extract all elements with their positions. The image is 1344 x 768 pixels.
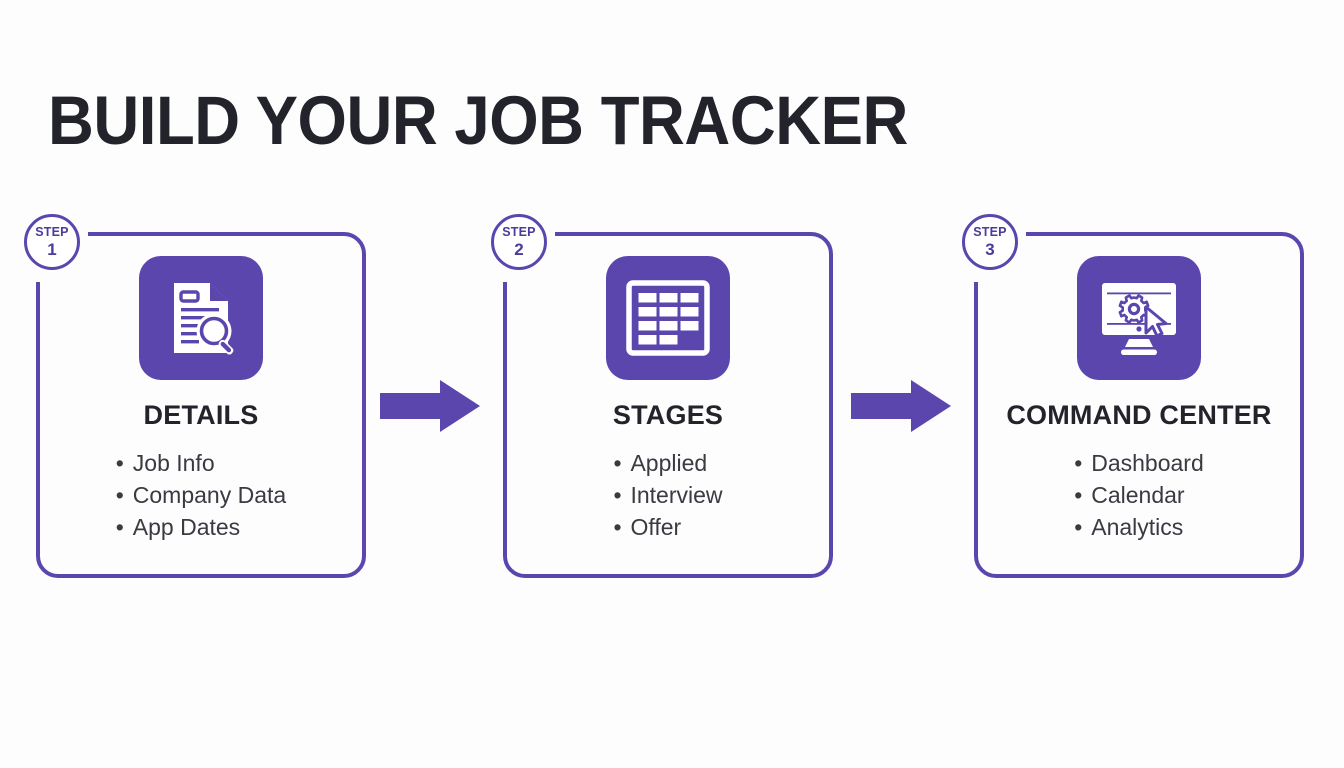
step-badge-label-3: STEP [973, 225, 1007, 240]
step-card-3[interactable]: STEP 3 [962, 214, 1304, 580]
card-bullets-2: Applied Interview Offer [613, 447, 722, 544]
card-title-1: DETAILS [143, 400, 259, 430]
document-search-icon [139, 256, 263, 380]
list-item: Calendar [1074, 479, 1204, 511]
step-card-1[interactable]: STEP 1 [24, 214, 366, 580]
card-bullets-1: Job Info Company Data App Dates [116, 447, 286, 544]
list-item: Dashboard [1074, 447, 1204, 479]
step-badge-3: STEP 3 [962, 214, 1018, 270]
step-card-2[interactable]: STEP 2 [491, 214, 833, 580]
step-badge-number-3: 3 [985, 239, 995, 259]
spreadsheet-table-icon [606, 256, 730, 380]
step-badge-label-2: STEP [502, 225, 536, 240]
card-title-3: COMMAND CENTER [1006, 400, 1272, 430]
monitor-gear-cursor-icon [1077, 256, 1201, 380]
list-item: Offer [613, 511, 722, 543]
list-item: Applied [613, 447, 722, 479]
step-badge-label-1: STEP [35, 225, 69, 240]
process-flow: STEP 1 [0, 214, 1344, 582]
step-badge-1: STEP 1 [24, 214, 80, 270]
step-badge-number-2: 2 [514, 239, 524, 259]
arrow-step1-to-step2 [380, 380, 480, 432]
list-item: Company Data [116, 479, 286, 511]
list-item: Analytics [1074, 511, 1204, 543]
list-item: Interview [613, 479, 722, 511]
arrow-step2-to-step3 [851, 380, 951, 432]
step-badge-number-1: 1 [47, 239, 57, 259]
list-item: App Dates [116, 511, 286, 543]
page-title: BUILD YOUR JOB TRACKER [48, 82, 908, 159]
card-title-2: STAGES [612, 400, 724, 430]
step-badge-2: STEP 2 [491, 214, 547, 270]
card-bullets-3: Dashboard Calendar Analytics [1074, 447, 1204, 544]
list-item: Job Info [116, 447, 286, 479]
